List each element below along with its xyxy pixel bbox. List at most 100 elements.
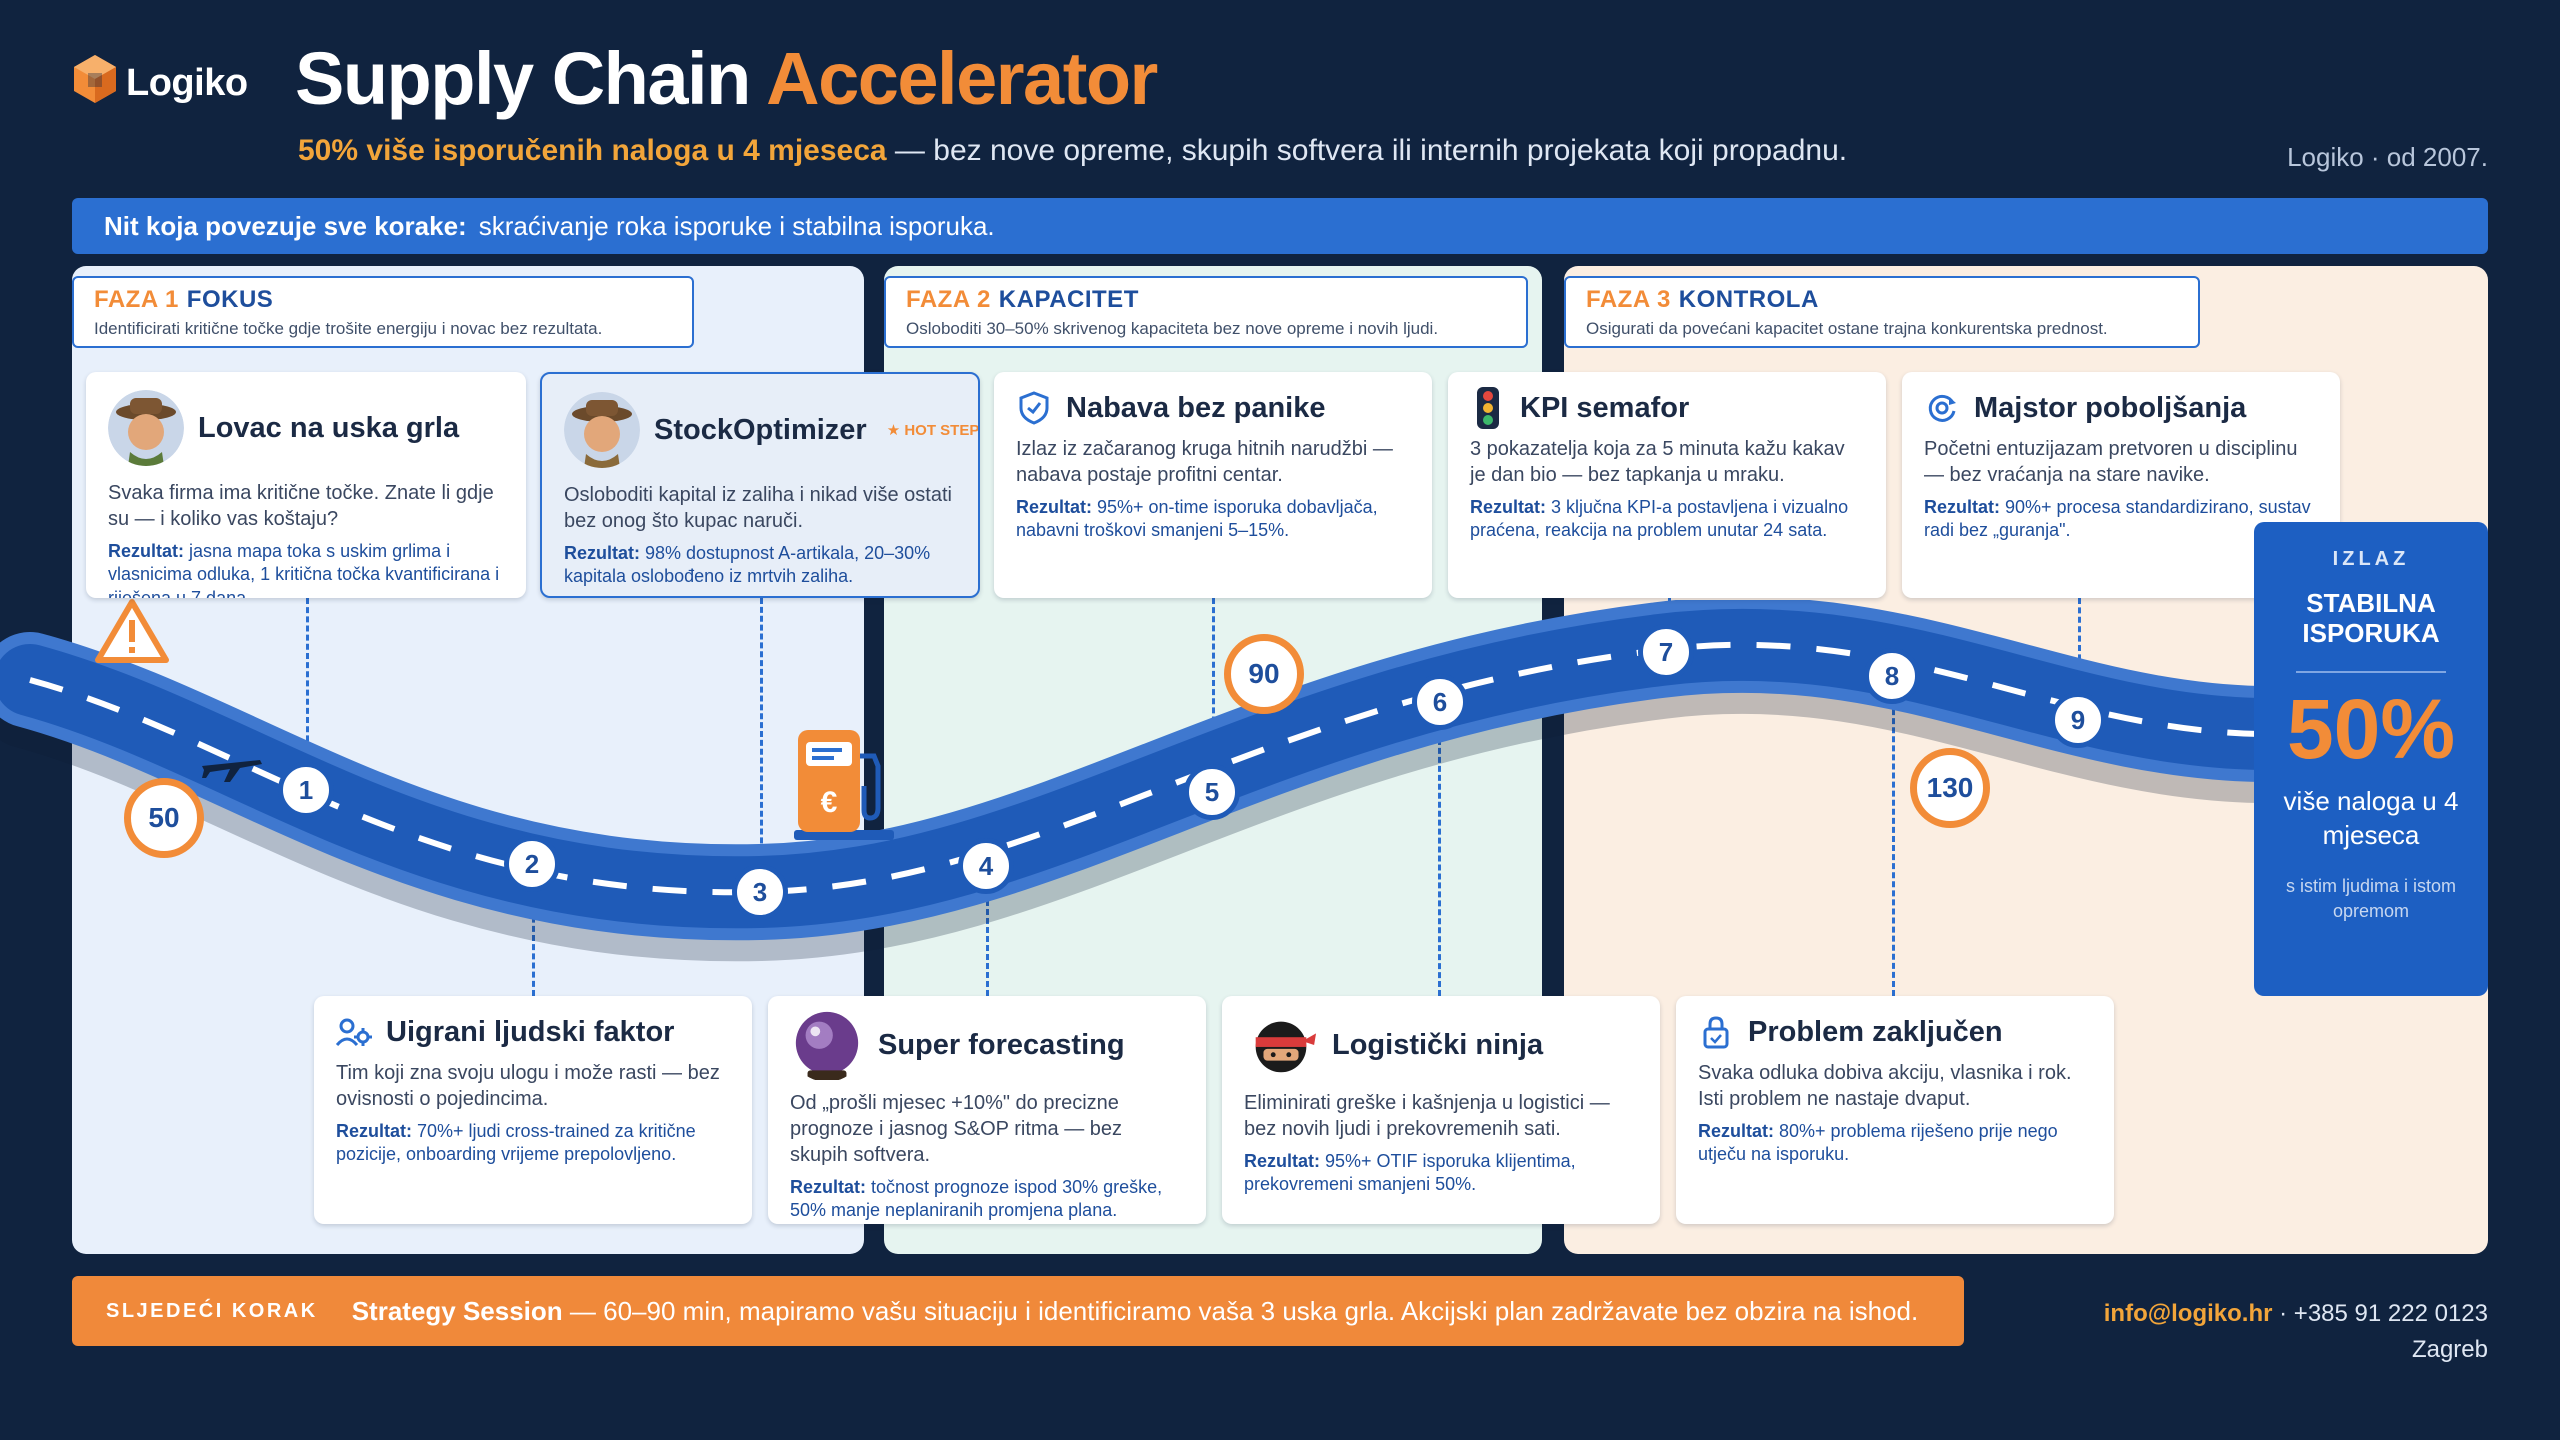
card-desc: Izlaz iz začaranog kruga hitnih narudžbi…: [1016, 438, 1393, 486]
lock-icon: [1698, 1014, 1734, 1050]
result-label: Rezultat:: [1244, 1151, 1320, 1171]
result-label: Rezultat:: [1698, 1121, 1774, 1141]
connector-6: [1438, 730, 1441, 996]
page-title: Supply Chain Accelerator: [295, 36, 1158, 121]
card-result: Rezultat: jasna mapa toka s uskim grlima…: [108, 540, 504, 598]
card-desc: Početni entuzijazam pretvoren u discipli…: [1924, 438, 2298, 486]
crystal-ball-icon: [795, 1011, 859, 1081]
next-step-bold: Strategy Session: [351, 1295, 563, 1326]
contact-info: info@logiko.hr · +385 91 222 0123 Zagreb: [2104, 1296, 2488, 1368]
step-marker-1: 1: [278, 762, 334, 818]
next-step-label: SLJEDEĆI KORAK: [106, 1299, 318, 1322]
result-text: 90%+ procesa standardizirano, sustav rad…: [1924, 497, 2311, 541]
stock-avatar-icon: [564, 392, 640, 468]
result-label: Rezultat:: [1016, 497, 1092, 517]
hunter-avatar-icon: [108, 390, 184, 466]
result-text: 70%+ ljudi cross-trained za kritične poz…: [336, 1121, 696, 1165]
svg-text:€: €: [821, 786, 838, 819]
connector-4: [986, 900, 989, 996]
card-nabava-bez-panike[interactable]: Nabava bez panike Izlaz iz začaranog kru…: [994, 372, 1432, 598]
card-logisticki-ninja[interactable]: Logistički ninja Eliminirati greške i ka…: [1222, 996, 1660, 1224]
next-step-bar[interactable]: SLJEDEĆI KORAK Strategy Session — 60–90 …: [72, 1276, 1964, 1346]
card-result: Rezultat: 95%+ on-time isporuka dobavlja…: [1016, 496, 1410, 543]
card-kpi-semafor[interactable]: KPI semafor 3 pokazatelja koja za 5 minu…: [1448, 372, 1886, 598]
card-desc: Tim koji zna svoju ulogu i može rasti — …: [336, 1062, 720, 1110]
logo-text: Logiko: [126, 61, 248, 104]
result-text: 98% dostupnost A-artikala, 20–30% kapita…: [564, 543, 931, 587]
output-box: IZLAZ STABILNA ISPORUKA 50% više naloga …: [2254, 522, 2488, 996]
people-gear-icon: [336, 1014, 372, 1050]
phase-2-label: FAZA 2 KAPACITET Osloboditi 30–50% skrive…: [884, 276, 1528, 348]
output-note: s istim ljudima i istom opremom: [2285, 876, 2457, 921]
phase-3-desc: Osigurati da povećani kapacitet ostane t…: [1586, 319, 2108, 338]
milestone-130: 130: [1910, 748, 1990, 828]
result-label: Rezultat:: [108, 541, 184, 561]
card-title: StockOptimizer: [654, 413, 867, 446]
output-value: 50%: [2286, 681, 2456, 776]
connector-2: [532, 880, 535, 996]
phase-2-num: FAZA 2: [906, 286, 991, 313]
traffic-light-icon: [1470, 387, 1506, 429]
connector-1: [306, 598, 309, 778]
title-accent: Accelerator: [766, 37, 1158, 120]
card-result: Rezultat: 80%+ problema riješeno prije n…: [1698, 1120, 2092, 1167]
connector-9: [2078, 598, 2081, 698]
step-marker-4: 4: [958, 838, 1014, 894]
connector-5: [1212, 598, 1215, 768]
result-label: Rezultat:: [336, 1121, 412, 1141]
card-desc: Eliminirati greške i kašnjenja u logisti…: [1244, 1092, 1610, 1140]
phase-1-desc: Identificirati kritične točke gdje troši…: [94, 319, 603, 338]
next-step-rest: — 60–90 min, mapiramo vašu situaciju i i…: [562, 1295, 1919, 1326]
card-super-forecasting[interactable]: Super forecasting Od „prošli mjesec +10%…: [768, 996, 1206, 1224]
step-marker-6: 6: [1412, 674, 1468, 730]
next-step-text: Strategy Session — 60–90 min, mapiramo v…: [352, 1296, 1919, 1327]
warning-icon: [94, 598, 170, 669]
card-title: Majstor poboljšanja: [1974, 391, 2247, 424]
result-text: 80%+ problema riješeno prije nego utječu…: [1698, 1121, 2058, 1165]
step-marker-3: 3: [732, 864, 788, 920]
subtitle-rest: — bez nove opreme, skupih softvera ili i…: [886, 134, 1848, 167]
phase-2-desc: Osloboditi 30–50% skrivenog kapaciteta b…: [906, 319, 1439, 338]
road: [0, 600, 2260, 962]
card-result: Rezultat: 98% dostupnost A-artikala, 20–…: [564, 542, 956, 589]
refresh-gear-icon: [1924, 390, 1960, 426]
card-title: Logistički ninja: [1332, 1028, 1544, 1061]
card-desc: Od „prošli mjesec +10%" do precizne prog…: [790, 1092, 1123, 1166]
card-uigrani-ljudski-faktor[interactable]: Uigrani ljudski faktor Tim koji zna svoj…: [314, 996, 752, 1224]
phase-3-name: KONTROLA: [1678, 286, 1819, 313]
email-link[interactable]: info@logiko.hr: [2103, 1300, 2273, 1327]
phase-1-num: FAZA 1: [94, 286, 179, 313]
result-label: Rezultat:: [564, 543, 640, 563]
card-title: Super forecasting: [878, 1028, 1125, 1061]
card-lovac-na-uska-grla[interactable]: Lovac na uska grla Svaka firma ima kriti…: [86, 372, 526, 598]
logo-cube-icon: [70, 53, 120, 114]
phase-3-label: FAZA 3 KONTROLA Osigurati da povećani kap…: [1564, 276, 2200, 348]
connector-3: [760, 598, 763, 870]
city: Zagreb: [2411, 1336, 2488, 1363]
result-text: jasna mapa toka s uskim grlima i vlasnic…: [108, 541, 500, 598]
card-result: Rezultat: 70%+ ljudi cross-trained za kr…: [336, 1120, 730, 1167]
result-text: 95%+ on-time isporuka dobavljača, nabavn…: [1016, 497, 1378, 541]
connector-8: [1892, 700, 1895, 996]
result-label: Rezultat:: [1924, 497, 2000, 517]
phase-2-name: KAPACITET: [998, 286, 1139, 313]
phase-1-name: FOKUS: [186, 286, 274, 313]
plane-icon: [200, 748, 264, 789]
card-problem-zakljucen[interactable]: Problem zaključen Svaka odluka dobiva ak…: [1676, 996, 2114, 1224]
phase-3-num: FAZA 3: [1586, 286, 1671, 313]
card-stockoptimizer[interactable]: StockOptimizer ★ HOT STEP Osloboditi kap…: [540, 372, 980, 598]
fuel-pump-icon: €: [784, 726, 894, 851]
milestone-90: 90: [1224, 634, 1304, 714]
step-marker-5: 5: [1184, 764, 1240, 820]
thread-bar: Nit koja povezuje sve korake: skraćivanj…: [72, 198, 2488, 254]
card-desc: 3 pokazatelja koja za 5 minuta kažu kaka…: [1470, 438, 1845, 486]
card-desc: Svaka firma ima kritične točke. Znate li…: [108, 482, 494, 530]
result-label: Rezultat:: [790, 1177, 866, 1197]
milestone-50: 50: [124, 778, 204, 858]
thread-text: skraćivanje roka isporuke i stabilna isp…: [478, 210, 995, 241]
step-marker-9: 9: [2050, 692, 2106, 748]
card-title: KPI semafor: [1520, 391, 1690, 424]
step-marker-8: 8: [1864, 648, 1920, 704]
step-marker-7: 7: [1638, 624, 1694, 680]
step-marker-2: 2: [504, 836, 560, 892]
